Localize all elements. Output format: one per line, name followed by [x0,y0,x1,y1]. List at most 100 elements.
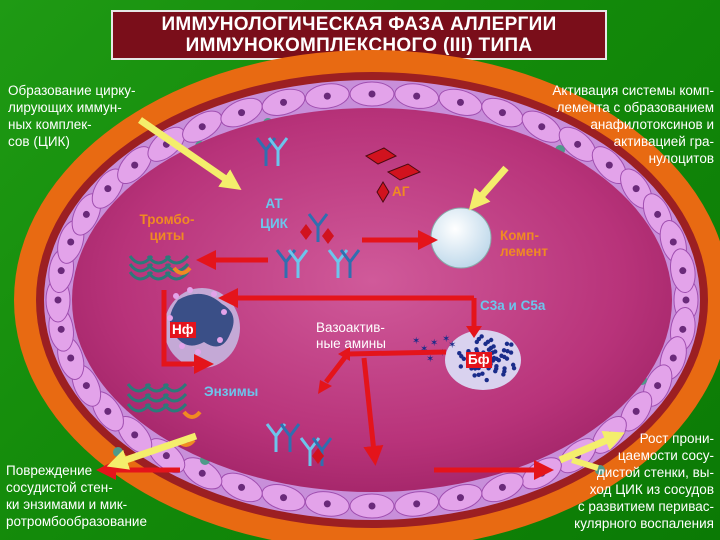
note-permeability: Рост прони- цаемости сосу- дистой стенки… [574,431,714,531]
basophil-granule [501,372,506,377]
amine-star: ✶ [442,334,450,345]
thrombocytes [126,254,202,447]
basophil-granule [504,356,510,361]
basophil-granule [505,348,510,354]
antibody [307,213,329,242]
wall-cell-nucleus [198,123,206,131]
basophil-granule [496,357,502,363]
neutrophil-granule [179,343,185,349]
label-antigen: АГ [392,184,410,199]
arrow-basophil-to-amines-head [338,347,350,361]
yellow-arrow-bottom-right [558,431,625,464]
wall-cell-nucleus [368,90,376,98]
antigen-molecules [364,147,422,203]
basophil-granule [490,358,496,363]
antibody [275,249,297,278]
wall-cell-nucleus [67,354,75,362]
basophil-granule [480,371,485,376]
antibody [287,249,309,278]
basophil-granule [476,372,481,377]
label-basophil: Бф [466,352,492,368]
wall-cell-nucleus [104,407,112,415]
wall-cell-nucleus [498,483,506,491]
wall-cell-nucleus [67,238,75,246]
neutrophil-granule [167,315,173,321]
arrow-c3a-head [466,326,482,338]
arrow-neutrophil-to-enzymes [161,290,214,374]
basophil-granule [472,373,477,378]
wall-cell-nucleus [131,431,139,439]
wall-cell-nucleus [632,407,640,415]
yellow-arrow-top-left [138,117,242,190]
note-cic-formation: Образование цирку- лирующих иммун- ных к… [8,83,136,149]
wall-cell-nucleus [456,494,464,502]
wall-cell-nucleus [679,267,687,275]
basophil-granule [492,349,498,354]
wall-cell-nucleus [654,382,662,390]
basophil-granule [509,342,514,347]
basophil-granule [479,334,484,339]
label-complement: Комп- лемент [500,228,548,259]
label-vasoactive-amines: Вазоактив- ные амины [316,320,386,351]
basophil-granule [458,364,464,369]
wall-cell-nucleus [368,502,376,510]
wall-cell-nucleus [669,238,677,246]
amine-star: ✶ [420,344,428,355]
title-line-2: ИММУНОКОМПЛЕКСНОГО (III) ТИПА [185,35,533,56]
yellow-arrow-top-right [468,165,509,211]
thrombocyte [162,402,188,413]
thrombocyte [162,392,188,403]
wall-cell-nucleus [538,123,546,131]
wall-cell-nucleus [413,92,421,100]
wall-cell-nucleus [682,296,690,304]
wall-cell-nucleus [323,500,331,508]
wall-cell-nucleus [605,161,613,169]
wall-cell-nucleus [162,452,170,460]
wall-cell-nucleus [238,109,246,117]
label-thrombocytes: Тромбо- циты [139,212,195,243]
wall-cell-nucleus [198,469,206,477]
wall-cell-nucleus [280,98,288,106]
antibody [255,137,277,166]
wall-cell-nucleus [574,140,582,148]
basophil-granule [508,350,514,355]
wall-cell-nucleus [669,354,677,362]
basophil-granule [476,336,482,342]
wall-cell-nucleus [280,494,288,502]
yellow-arrow-bottom-left [106,432,198,470]
wall-cell-nucleus [632,185,640,193]
wall-cell-nucleus [679,325,687,333]
wall-cell-nucleus [57,325,65,333]
neutrophil-granule [221,309,227,315]
basophil-granule [457,351,462,356]
bound-antigen [322,228,334,244]
wall-cell-nucleus [131,161,139,169]
antibody [339,249,361,278]
arrow-amines-to-enzyme-area [324,354,348,384]
antibody-molecules [255,137,361,466]
label-at-cik: АТ ЦИК [260,196,288,231]
antibody [299,437,321,466]
basophil-granule [504,341,510,346]
amine-star: ✶ [412,336,420,347]
bound-antigen [312,448,324,464]
basophil-granule [511,365,517,371]
arrow-amines-to-enzyme-head [318,380,332,394]
neutrophil-granule [211,291,217,297]
yellow-arrow-bottom-right-tail [571,457,599,471]
thrombocyte [164,254,190,265]
wall-cell-nucleus [82,382,90,390]
label-c3a-c5a: С3а и С5а [480,298,546,313]
amine-star: ✶ [448,340,456,351]
endothelial-cells [45,81,699,519]
wall-cell-nucleus [54,296,62,304]
basophil-granule [501,348,507,353]
neutrophil-granule [173,293,179,299]
wall-cell-nucleus [57,267,65,275]
amine-star: ✶ [430,338,438,349]
title-line-1: ИММУНОЛОГИЧЕСКАЯ ФАЗА АЛЛЕРГИИ [161,14,557,35]
basophil-granule [474,347,479,352]
label-neutrophil: Нф [170,322,196,338]
basophil-granule [493,368,498,374]
